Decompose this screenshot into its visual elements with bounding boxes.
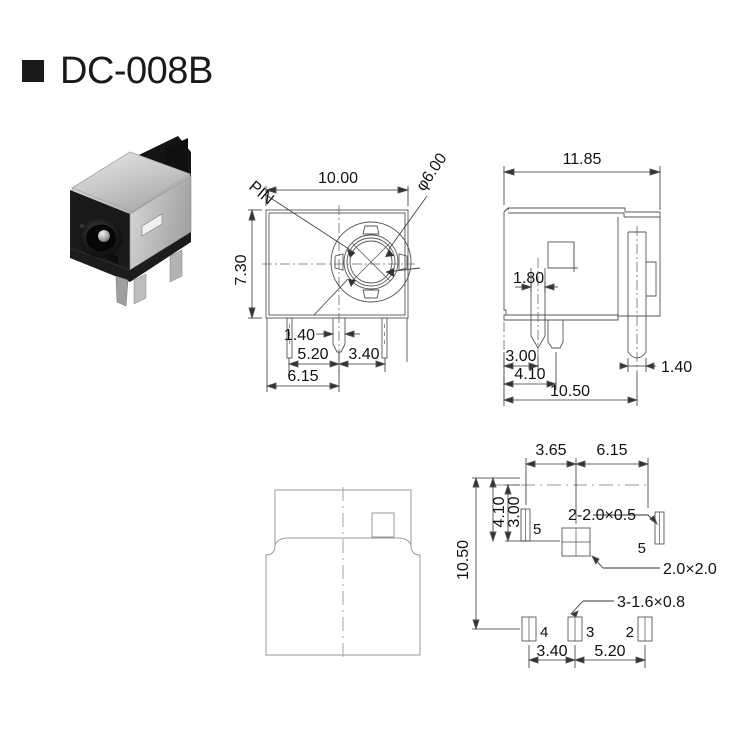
- fp-dim-340: 3.40: [536, 643, 567, 660]
- square-bullet-icon: [22, 60, 44, 82]
- pad-4: [521, 616, 537, 642]
- pad-square: [561, 527, 591, 557]
- front-dim-pin-width: 1.40: [284, 327, 315, 344]
- product-photo: [60, 130, 250, 345]
- fp-callout-square-pad: 2.0×2.0: [663, 561, 717, 578]
- side-dim-overall-length: 11.85: [563, 151, 602, 168]
- pad-label-3: 3: [586, 624, 594, 641]
- side-dim-first-pin: 3.00: [505, 348, 536, 365]
- page-title: DC-008B: [22, 52, 213, 90]
- pad-label-4: 4: [540, 624, 548, 641]
- product-name: DC-008B: [60, 50, 213, 92]
- side-dim-last-pin: 1.40: [661, 359, 692, 376]
- fp-dim-1050: 10.50: [455, 540, 472, 580]
- fp-callout-pin-pads: 3-1.6×0.8: [617, 594, 685, 611]
- bottom-outline: [265, 489, 421, 656]
- side-dim-second-pin: 4.10: [514, 366, 545, 383]
- pad-label-5-left: 5: [533, 521, 541, 538]
- front-dim-right-span: 3.40: [348, 346, 379, 363]
- fp-dim-520: 5.20: [594, 643, 625, 660]
- pad-2: [637, 616, 653, 642]
- pad-5-left: [520, 508, 531, 542]
- front-dim-offset: 6.15: [287, 368, 318, 385]
- connector-photo-svg: [70, 136, 192, 307]
- side-dim-tab-width: 1.80: [513, 270, 544, 287]
- front-label-diameter: φ6.00: [413, 150, 450, 194]
- fp-dim-365: 3.65: [535, 442, 566, 459]
- pad-3: [567, 616, 583, 642]
- fp-dim-615: 6.15: [596, 442, 627, 459]
- front-dim-width: 10.00: [318, 170, 358, 187]
- barrel-outer: [330, 221, 412, 303]
- side-dim-base-length: 10.50: [550, 383, 590, 400]
- side-body-outline: [503, 207, 661, 321]
- fp-dim-300: 3.00: [506, 496, 523, 527]
- front-dim-left-span: 5.20: [297, 346, 328, 363]
- front-label-pin: PIN: [245, 178, 276, 208]
- pad-label-2: 2: [626, 624, 634, 641]
- fp-callout-slot-pads: 2-2.0×0.5: [568, 507, 636, 524]
- fp-dim-410: 4.10: [491, 496, 508, 527]
- pad-label-5-right: 5: [638, 540, 646, 557]
- front-body-outline: [265, 209, 409, 319]
- pad-5-right: [654, 511, 665, 545]
